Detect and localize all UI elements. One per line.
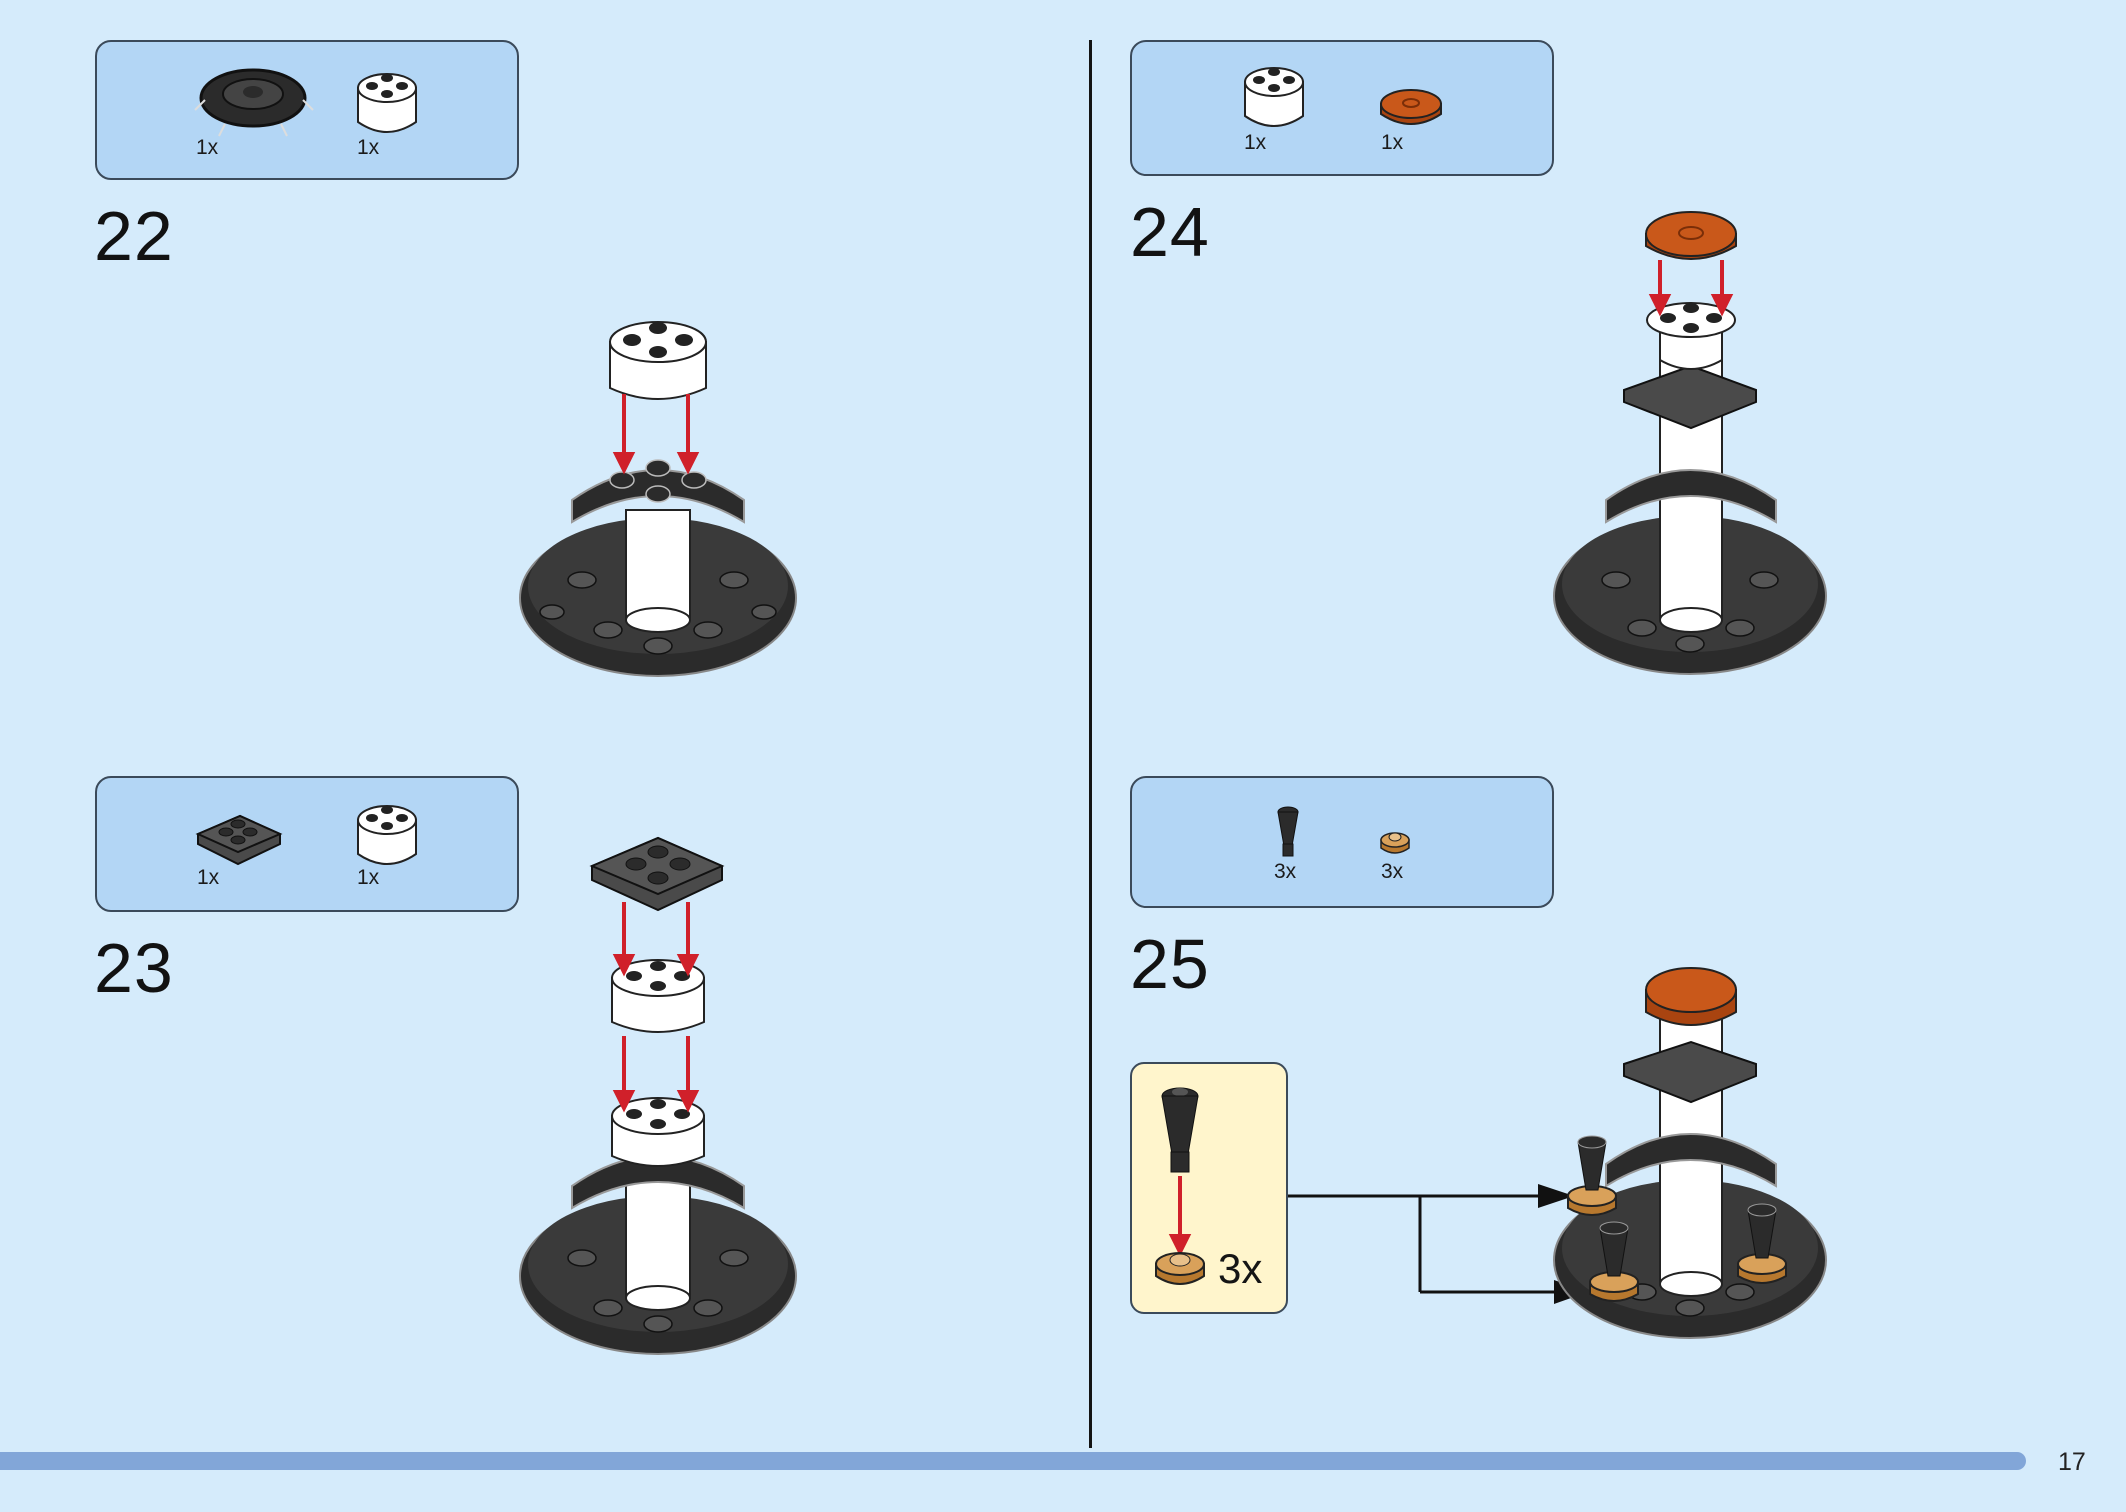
part-qty: 1x: [1381, 131, 1404, 154]
parts-box-step-23: [95, 776, 519, 912]
white-round-brick-icon: [1244, 67, 1304, 127]
step-23-model-illustration: [519, 836, 797, 1355]
black-cone-icon: [1277, 806, 1299, 857]
tan-round-plate-icon: [1380, 832, 1410, 854]
part-qty: 1x: [357, 136, 380, 159]
step-24-model-illustration: [1553, 211, 1827, 675]
part-qty: 3x: [1274, 860, 1297, 883]
cone-on-plate-left: [1567, 1135, 1617, 1216]
page-number: 17: [2058, 1448, 2086, 1476]
part-qty: 1x: [197, 866, 220, 889]
part-qty: 1x: [357, 866, 380, 889]
cone-on-plate-subassembly-icon: [1155, 1087, 1205, 1285]
white-round-brick-icon: [357, 805, 417, 865]
footer-progress-bar: [0, 1452, 2026, 1470]
step-number: 25: [1130, 925, 1210, 1003]
dark-gray-plate-icon: [195, 814, 283, 866]
step-number: 24: [1130, 193, 1210, 271]
step-25-model-illustration: [1553, 967, 1827, 1339]
white-round-brick-icon: [357, 73, 417, 133]
step-22-model-illustration: [519, 321, 797, 677]
part-qty: 1x: [196, 136, 219, 159]
parts-box-step-24: [1130, 40, 1554, 176]
parts-box-step-22: [95, 40, 519, 180]
column-divider: [1089, 40, 1092, 1448]
black-wheel-hub-icon: [194, 68, 314, 137]
part-qty: 1x: [1244, 131, 1267, 154]
step-number: 23: [94, 929, 174, 1007]
callout-connector-arrows: [1288, 1184, 1588, 1304]
step-number: 22: [94, 197, 174, 275]
orange-round-tile-icon: [1380, 89, 1442, 125]
part-qty: 3x: [1381, 860, 1404, 883]
parts-box-step-25: [1130, 776, 1554, 908]
callout-qty: 3x: [1218, 1245, 1263, 1292]
